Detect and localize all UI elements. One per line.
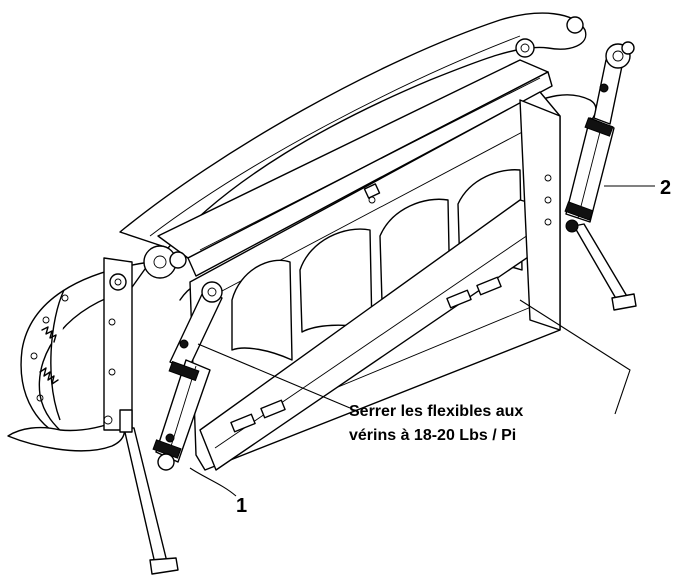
right-hydraulic-cylinder — [564, 41, 635, 233]
leader-item-1 — [189, 467, 237, 497]
right-stand-leg — [573, 223, 637, 311]
leader-note-left — [197, 343, 351, 409]
top-frame-rail — [157, 59, 553, 277]
note-line-2: vérins à 18-20 Lbs / Pi — [349, 427, 516, 444]
leader-note-right — [519, 299, 631, 415]
bucket-frame — [189, 91, 561, 471]
callout-item-1: 1 — [236, 495, 247, 517]
leader-lines — [189, 185, 655, 497]
left-hydraulic-cylinder — [152, 281, 223, 471]
left-stand-leg — [119, 409, 179, 575]
lower-grapple-tine — [7, 245, 187, 452]
callout-item-2: 2 — [660, 177, 671, 199]
upper-grapple-arm — [119, 12, 587, 249]
note-line-1: Serrer les flexibles aux — [349, 403, 523, 420]
